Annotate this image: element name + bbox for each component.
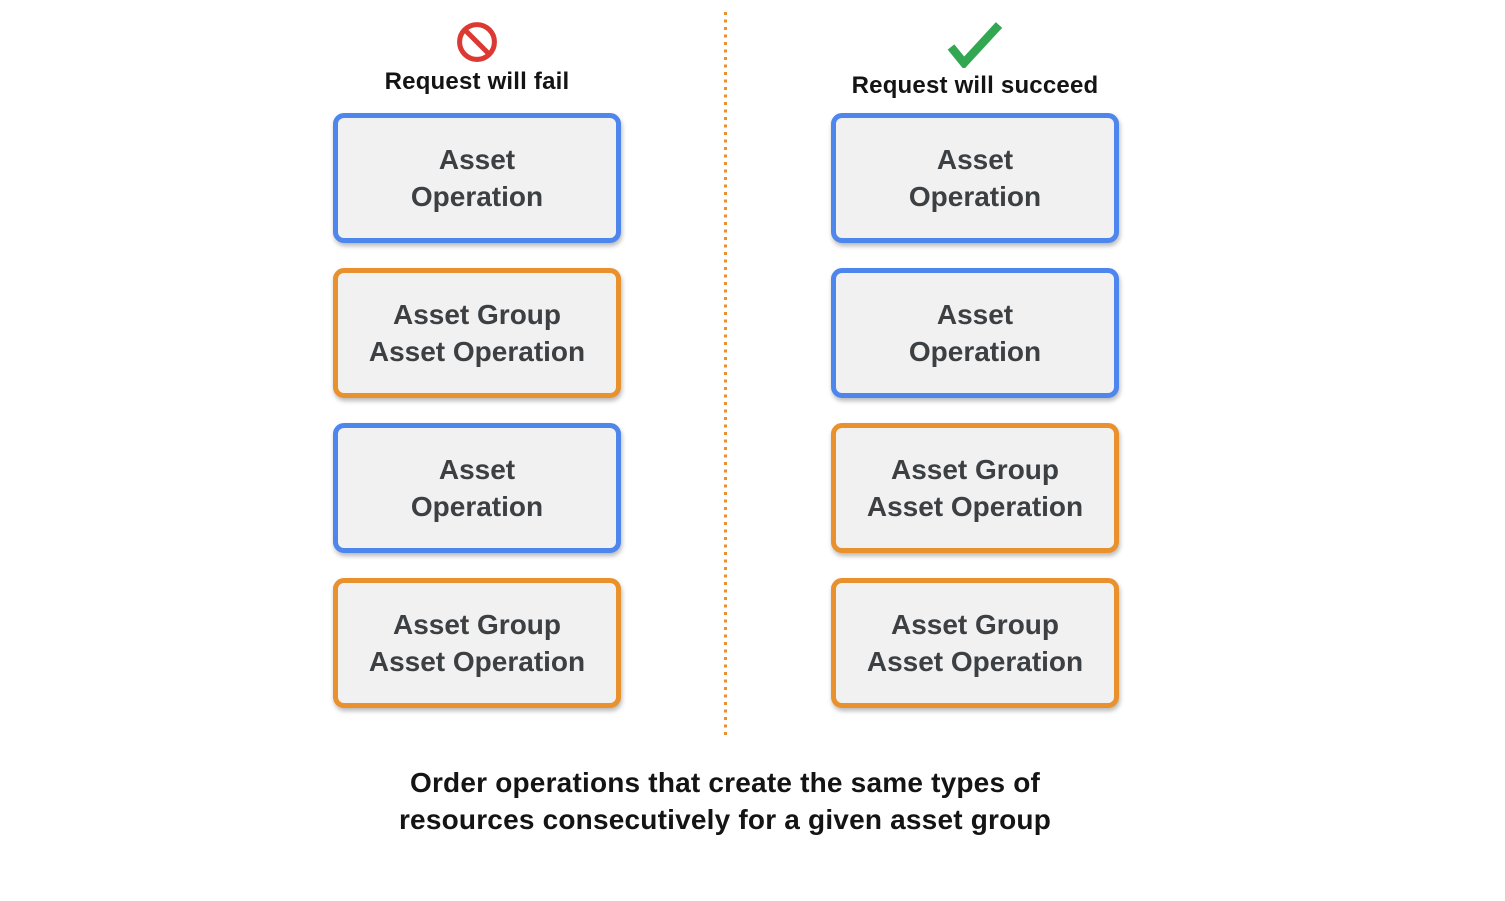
box-label-line: Asset (936, 299, 1014, 330)
diagram-caption: Order operations that create the same ty… (0, 764, 1450, 838)
asset-operation-box: Asset Operation (831, 113, 1119, 243)
box-label-line: Asset Operation (866, 491, 1084, 522)
box-label-line: Operation (908, 336, 1042, 367)
box-label-line: Operation (908, 181, 1042, 212)
box-label-line: Asset Group (392, 609, 562, 640)
column-divider (724, 12, 727, 738)
box-label-line: Asset Group (392, 299, 562, 330)
asset-group-asset-operation-box: Asset Group Asset Operation (333, 578, 621, 708)
box-label-line: Asset Operation (368, 336, 586, 367)
asset-operation-box: Asset Operation (333, 113, 621, 243)
caption-line: Order operations that create the same ty… (409, 767, 1041, 798)
fail-column-header: Request will fail (333, 20, 621, 96)
box-label-line: Operation (410, 491, 544, 522)
asset-operation-box: Asset Operation (831, 268, 1119, 398)
succeed-column-header: Request will succeed (831, 20, 1119, 100)
succeed-header-label: Request will succeed (851, 72, 1099, 99)
caption-line: resources consecutively for a given asse… (398, 804, 1052, 835)
box-label-line: Asset Operation (368, 646, 586, 677)
box-label-line: Asset Group (890, 454, 1060, 485)
asset-group-asset-operation-box: Asset Group Asset Operation (333, 268, 621, 398)
fail-header-label: Request will fail (384, 68, 570, 95)
asset-group-asset-operation-box: Asset Group Asset Operation (831, 578, 1119, 708)
checkmark-icon (947, 22, 1003, 68)
box-label-line: Asset Operation (866, 646, 1084, 677)
box-label-line: Asset (936, 144, 1014, 175)
prohibition-icon (457, 22, 497, 62)
box-label-line: Operation (410, 181, 544, 212)
asset-operation-box: Asset Operation (333, 423, 621, 553)
box-label-line: Asset (438, 454, 516, 485)
box-label-line: Asset Group (890, 609, 1060, 640)
asset-group-asset-operation-box: Asset Group Asset Operation (831, 423, 1119, 553)
box-label-line: Asset (438, 144, 516, 175)
